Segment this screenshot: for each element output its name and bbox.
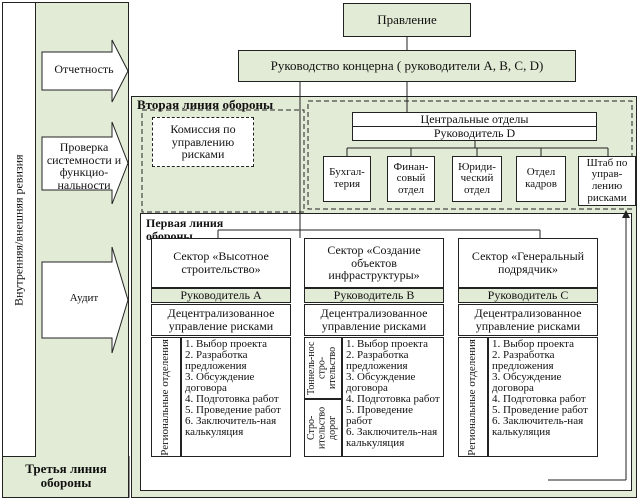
manager-d-box: Руководитель D xyxy=(352,126,597,141)
risk-committee-box: Комиссия по управлению рисками xyxy=(152,117,254,167)
task-item: 3. Обсуждение договора xyxy=(185,371,255,394)
sector-c-tasks: 1. Выбор проекта 2. Разработка предложен… xyxy=(488,337,598,457)
sector-b-tasks: 1. Выбор проекта 2. Разработка предложен… xyxy=(342,337,444,457)
sector-a-side: Региональные отделения xyxy=(151,337,181,457)
task-item: 6. Заключитель-ная калькуляция xyxy=(492,415,584,438)
task-item: 3. Обсуждение договора xyxy=(346,371,416,394)
task-item: 2. Разработка предложения xyxy=(346,349,409,372)
sector-c-risk: Децентрализованное управление рисками xyxy=(458,304,598,336)
dept-risk-staff: Штаб по управ-лению рисками xyxy=(578,156,636,206)
second-line-title: Вторая линия обороны xyxy=(137,97,274,112)
sector-b-side-label-roads: Стро-ительство дорог xyxy=(306,406,339,450)
task-item: 4. Подготовка работ xyxy=(346,393,440,405)
task-item: 6. Заключитель-ная калькуляция xyxy=(185,415,277,438)
task-item: 2. Разработка предложения xyxy=(492,349,555,372)
arrow-audit-label: Аудит xyxy=(69,292,99,304)
arrow-reporting-label: Отчетность xyxy=(54,62,114,76)
sector-a-side-label: Региональные отделения xyxy=(159,338,172,456)
sector-a-tasks: 1. Выбор проекта 2. Разработка предложен… xyxy=(181,337,291,457)
sector-c-name: Сектор «Генеральный подрядчик» xyxy=(458,238,598,288)
task-item: 4. Подготовка работ xyxy=(492,393,586,405)
task-item: 5. Проведение работ xyxy=(185,404,281,416)
sector-c-side-label: Региональные отделения xyxy=(466,338,479,456)
task-item: 6. Заключитель-ная калькуляция xyxy=(346,426,438,449)
sector-a-risk: Децентрализованное управление рисками xyxy=(151,304,291,336)
central-units-box: Центральные отделы xyxy=(352,112,597,127)
sector-c-manager: Руководитель С xyxy=(458,288,598,303)
task-item: 2. Разработка предложения xyxy=(185,349,248,372)
sector-b-side-top: Тоннель-нос стро-ительство xyxy=(304,337,342,399)
concern-management-box: Руководство концерна ( руководители А, В… xyxy=(238,50,576,82)
sector-b-name: Сектор «Создание объектов инфраструктуры… xyxy=(304,238,444,288)
arrow-check-label: Проверка системности и функцио-нальности xyxy=(46,140,122,192)
task-item: 5. Проведение работ xyxy=(346,404,413,427)
board-box: Правление xyxy=(343,3,471,37)
sector-b-side-bottom: Стро-ительство дорог xyxy=(304,399,342,457)
task-item: 1. Выбор проекта xyxy=(185,338,268,350)
task-item: 1. Выбор проекта xyxy=(346,338,429,350)
sector-b-side-label-tunnel: Тоннель-нос стро-ительство xyxy=(306,341,339,395)
dept-hr: Отдел кадров xyxy=(516,156,566,202)
third-line-title: Третья линия обороны xyxy=(25,461,107,490)
audit-label-strip xyxy=(2,2,36,457)
sector-a-name: Сектор «Высотное строительство» xyxy=(151,238,291,288)
sector-c-side: Региональные отделения xyxy=(458,337,488,457)
sector-a-manager: Руководитель А xyxy=(151,288,291,303)
dept-legal: Юриди-ческий отдел xyxy=(452,156,502,202)
task-item: 3. Обсуждение договора xyxy=(492,371,562,394)
task-item: 4. Подготовка работ xyxy=(185,393,279,405)
dept-finance: Финан-совый отдел xyxy=(387,156,435,202)
dept-accounting: Бухгал-терия xyxy=(323,156,371,202)
sector-b-manager: Руководитель В xyxy=(304,288,444,303)
task-item: 1. Выбор проекта xyxy=(492,338,575,350)
sector-b-risk: Децентрализованное управление рисками xyxy=(304,304,444,336)
task-item: 5. Проведение работ xyxy=(492,404,588,416)
